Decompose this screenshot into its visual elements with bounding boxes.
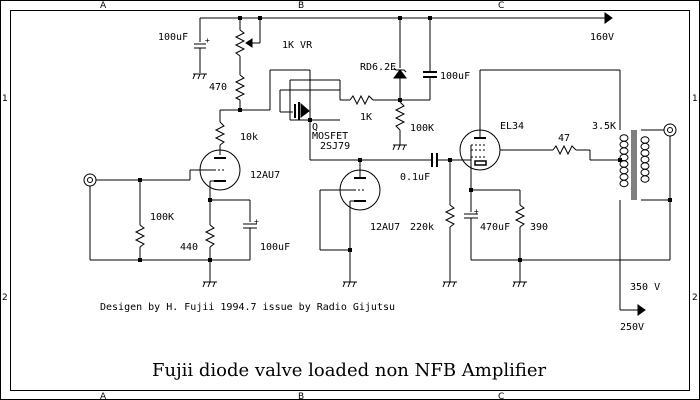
zone-col-b-top: B <box>298 1 304 11</box>
label-160v: 160V <box>590 32 614 43</box>
zone-row-2-left: 2 <box>2 293 8 303</box>
zone-row-2-right: 2 <box>692 293 698 303</box>
zone-col-c-bottom: C <box>498 392 504 400</box>
label-vr: 1K VR <box>282 40 313 51</box>
label-r-cathode: 440 <box>180 242 198 253</box>
arrow-icon <box>604 12 613 24</box>
zone-row-1-right: 1 <box>692 94 698 104</box>
label-ot-primary: 3.5K <box>592 121 616 132</box>
arrow-icon <box>637 304 646 316</box>
stage-v1: 10k 12AU7 100K + 100uF 440 <box>83 121 290 288</box>
label-r-grid2: 220k <box>410 222 434 233</box>
label-mosfet-ref: Q <box>312 122 318 133</box>
zone-col-a-bottom: A <box>100 392 107 400</box>
output-transformer: 3.5K 3 <box>592 121 677 333</box>
vr-and-470: 1K VR 470 <box>209 18 313 122</box>
label-r-gate: 1K <box>360 112 372 123</box>
label-mosfet-type: MOSFET <box>312 131 348 142</box>
label-r-plate: 10k <box>240 132 258 143</box>
diagram-title: Fujii diode valve loaded non NFB Amplifi… <box>152 360 547 381</box>
output-jack-icon <box>663 123 677 137</box>
zone-col-b-bottom: B <box>298 392 304 400</box>
zone-col-a-top: A <box>100 1 107 11</box>
mosfet-2sj79: Q MOSFET 2SJ79 <box>279 79 350 160</box>
ground-icon <box>202 281 217 288</box>
supply-capacitor: + 100uF <box>158 18 210 80</box>
secondary-winding-icon <box>640 136 650 183</box>
label-v3: EL34 <box>500 121 524 132</box>
wiper-arrow-icon <box>245 38 253 48</box>
label-r-grid-stop: 47 <box>558 133 570 144</box>
label-zener: RD6.2E <box>360 62 396 73</box>
primary-winding-icon <box>619 134 629 188</box>
svg-text:+: + <box>205 36 210 45</box>
label-c-cathode3: 470uF <box>480 222 510 233</box>
ground-icon <box>512 281 527 288</box>
svg-text:+: + <box>254 217 259 226</box>
label-r-cathode3: 390 <box>530 222 548 233</box>
label-r-grid: 100K <box>150 212 174 223</box>
input-jack-icon <box>83 173 97 187</box>
svg-text:+: + <box>474 207 479 216</box>
ground-icon <box>392 144 407 151</box>
inner-border <box>10 10 690 391</box>
label-r-100k-gate: 100K <box>410 123 434 134</box>
label-v1: 12AU7 <box>250 170 280 181</box>
label-c-zener: 100uF <box>440 71 470 82</box>
label-250v: 250V <box>620 322 644 333</box>
zener-bias-network: 1K RD6.2E 100uF 100K <box>340 18 470 151</box>
zone-row-1-left: 1 <box>2 94 8 104</box>
label-r470: 470 <box>209 82 227 93</box>
label-350v: 350 V <box>630 282 660 293</box>
ground-icon <box>192 73 207 80</box>
label-c-supply: 100uF <box>158 32 188 43</box>
ground-icon <box>342 281 357 288</box>
mosfet-arrow-icon <box>300 102 310 118</box>
label-c-coupling: 0.1uF <box>400 172 430 183</box>
stage-el34: EL34 47 + 470uF 390 <box>459 69 670 288</box>
rail-160v: 160V <box>200 12 614 43</box>
label-c-cathode: 100uF <box>260 242 290 253</box>
stage-v2: 12AU7 0.1uF 220k <box>310 153 465 288</box>
credit-text: Desigen by H. Fujii 1994.7 issue by Radi… <box>100 302 395 313</box>
label-v2: 12AU7 <box>370 222 400 233</box>
zone-col-c-top: C <box>498 1 504 11</box>
label-mosfet-part: 2SJ79 <box>320 141 350 152</box>
ground-icon <box>442 281 457 288</box>
